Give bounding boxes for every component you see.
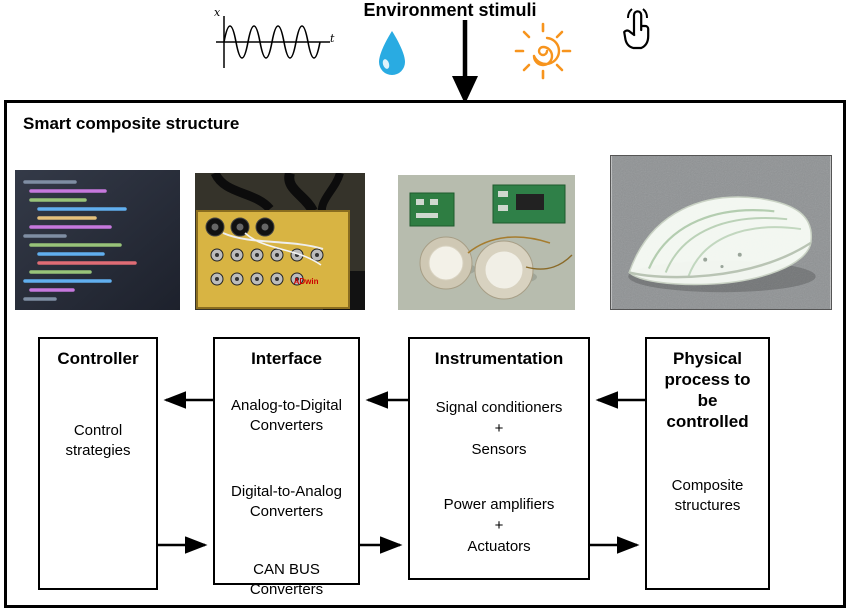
controller-title: Controller bbox=[57, 349, 139, 368]
waveform-y-axis-label: x bbox=[214, 6, 221, 19]
piezo-sensors-graphic bbox=[398, 175, 575, 310]
smart-structure-title: Smart composite structure bbox=[23, 114, 240, 133]
instr-line: + bbox=[494, 517, 504, 534]
water-drop-icon bbox=[379, 31, 405, 75]
touch-gesture-icon bbox=[623, 8, 650, 50]
controller-content: Control strategies bbox=[65, 422, 131, 459]
instr-line: Power amplifiers bbox=[443, 496, 555, 513]
physical-process-title: Physical process to be controlled bbox=[664, 349, 751, 431]
interface-item-dac: Digital-to-Analog Converters bbox=[231, 483, 342, 520]
sun-icon bbox=[514, 22, 572, 80]
photo-piezo-sensors-boards bbox=[398, 175, 575, 310]
block-controller: Controller Control strategies bbox=[38, 337, 158, 590]
interface-item-canbus: CAN BUS Converters bbox=[249, 561, 324, 598]
block-interface: Interface Analog-to-Digital Converters D… bbox=[213, 337, 360, 598]
physical-process-content: Composite structures bbox=[671, 477, 744, 514]
interface-item-adc: Analog-to-Digital Converters bbox=[231, 397, 342, 434]
instr-line: + bbox=[494, 420, 504, 437]
photo-control-code-screen bbox=[15, 170, 180, 310]
daq-hardware-graphic bbox=[195, 173, 365, 310]
instr-line: Actuators bbox=[467, 538, 531, 555]
sine-waveform-icon bbox=[216, 16, 330, 68]
composite-structure-graphic bbox=[611, 156, 831, 309]
instr-line: Sensors bbox=[471, 441, 527, 458]
daq-brand-label: ADwin bbox=[293, 277, 319, 287]
environment-stimuli-title: Environment stimuli bbox=[363, 0, 537, 20]
environment-arrow-icon bbox=[452, 20, 478, 104]
photo-composite-structure bbox=[610, 155, 832, 310]
instrumentation-title: Instrumentation bbox=[434, 349, 564, 368]
block-instrumentation: Instrumentation Signal conditioners + Se… bbox=[408, 337, 590, 580]
photo-daq-adwin-hardware: ADwin bbox=[195, 173, 365, 310]
instrumentation-group-actuators: Power amplifiers + Actuators bbox=[419, 494, 579, 557]
instr-line: Signal conditioners bbox=[435, 399, 563, 416]
instrumentation-group-sensors: Signal conditioners + Sensors bbox=[419, 397, 579, 460]
waveform-x-axis-label: t bbox=[330, 32, 335, 45]
code-screen-graphic bbox=[15, 170, 180, 310]
interface-title: Interface bbox=[251, 349, 322, 368]
block-physical-process: Physical process to be controlled Compos… bbox=[645, 337, 770, 590]
